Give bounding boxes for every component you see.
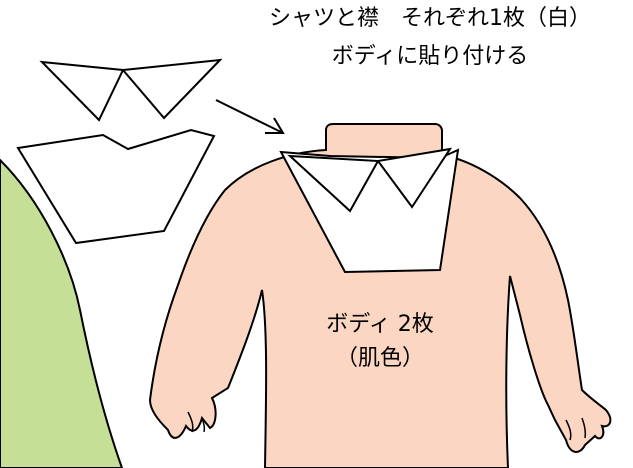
green-sleeve-piece <box>0 158 124 468</box>
loose-collar-piece <box>39 58 223 122</box>
right-arm-detail <box>565 417 587 441</box>
body-label-line1: ボディ 2枚 <box>326 312 434 337</box>
attached-collar <box>287 147 453 213</box>
left-arm-detail <box>187 411 206 433</box>
body-piece <box>148 123 612 468</box>
attach-arrow <box>215 99 285 134</box>
shirt-collar-label-line1: シャツと襟 それぞれ1枚（白） <box>269 6 591 31</box>
shirt-collar-label-line2: ボディに貼り付ける <box>331 44 529 69</box>
body-label-line2: （肌色） <box>335 346 424 371</box>
loose-shirt-piece <box>16 128 216 245</box>
